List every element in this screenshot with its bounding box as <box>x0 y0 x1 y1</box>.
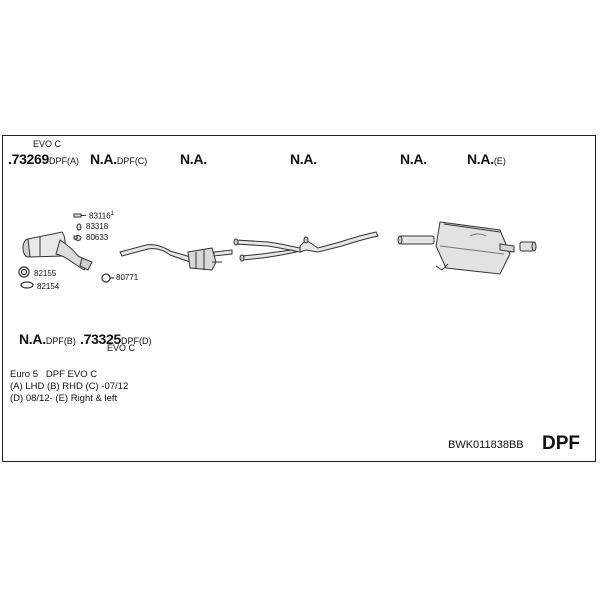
part-73269-suffix: DPF(A) <box>49 156 80 166</box>
part-73269[interactable]: .73269DPF(A) <box>8 152 79 168</box>
part-na-4[interactable]: N.A. <box>290 151 317 167</box>
sensor-83116-icon <box>73 213 86 218</box>
tailpipe-icon <box>519 241 537 252</box>
rear-silencer-icon <box>435 221 515 275</box>
part-na-e[interactable]: N.A.(E) <box>467 152 506 168</box>
connector-pipe-icon <box>397 235 435 245</box>
gasket-82154-icon <box>20 281 34 289</box>
evo-c-top-label: EVO C <box>33 139 62 149</box>
part-na-3[interactable]: N.A. <box>180 151 207 167</box>
intermediate-pipe-icon <box>233 238 301 262</box>
part-73325[interactable]: .73325DPF(D) <box>80 332 152 348</box>
notes-line-1: Euro 5 DPF EVO C <box>10 370 97 380</box>
notes-dpf-label: DPF EVO C <box>45 369 98 380</box>
system-type: DPF <box>542 433 580 454</box>
centre-pipe-icon <box>299 231 379 253</box>
part-na-dpf-b[interactable]: N.A.DPF(B) <box>19 332 76 348</box>
part-na-dpf-c-number: N.A. <box>90 151 117 167</box>
part-80633[interactable]: 80633 <box>86 233 109 242</box>
part-83116-sup: 1 <box>110 211 114 217</box>
clamp-80771-icon <box>101 273 114 283</box>
part-73269-number: .73269 <box>8 151 50 167</box>
part-na-dpf-c-suffix: DPF(C) <box>116 156 148 166</box>
notes-line-2: (A) LHD (B) RHD (C) -07/12 <box>10 381 129 392</box>
part-na-e-suffix: (E) <box>493 156 506 166</box>
part-na-dpf-b-suffix: DPF(B) <box>45 336 76 346</box>
part-82154[interactable]: 82154 <box>37 282 60 291</box>
system-code: BWK011838BB <box>448 439 524 451</box>
middle-silencer-pipe-icon <box>119 244 233 271</box>
part-82155[interactable]: 82155 <box>34 269 57 278</box>
part-83116[interactable]: 831161 <box>89 211 114 221</box>
part-na-dpf-b-number: N.A. <box>19 331 46 347</box>
part-80771[interactable]: 80771 <box>116 273 139 282</box>
part-na-dpf-c[interactable]: N.A.DPF(C) <box>90 152 147 168</box>
ring-82155-icon <box>18 266 30 278</box>
diagram-frame <box>2 135 596 462</box>
part-na-e-number: N.A. <box>467 151 494 167</box>
evo-c-bottom-label: EVO C <box>107 343 136 353</box>
part-83116-number: 83116 <box>89 211 111 221</box>
part-73325-number: .73325 <box>80 331 122 347</box>
notes-line-3: (D) 08/12- (E) Right & left <box>10 393 118 404</box>
part-73325-suffix: DPF(D) <box>121 336 152 346</box>
dpf-front-section-icon <box>22 231 93 271</box>
part-na-5[interactable]: N.A. <box>400 151 427 167</box>
part-83318[interactable]: 83318 <box>86 222 109 231</box>
clamp-80633-icon <box>73 235 82 241</box>
gasket-83318-icon <box>76 223 82 231</box>
notes-euro-label: Euro 5 <box>10 369 38 380</box>
